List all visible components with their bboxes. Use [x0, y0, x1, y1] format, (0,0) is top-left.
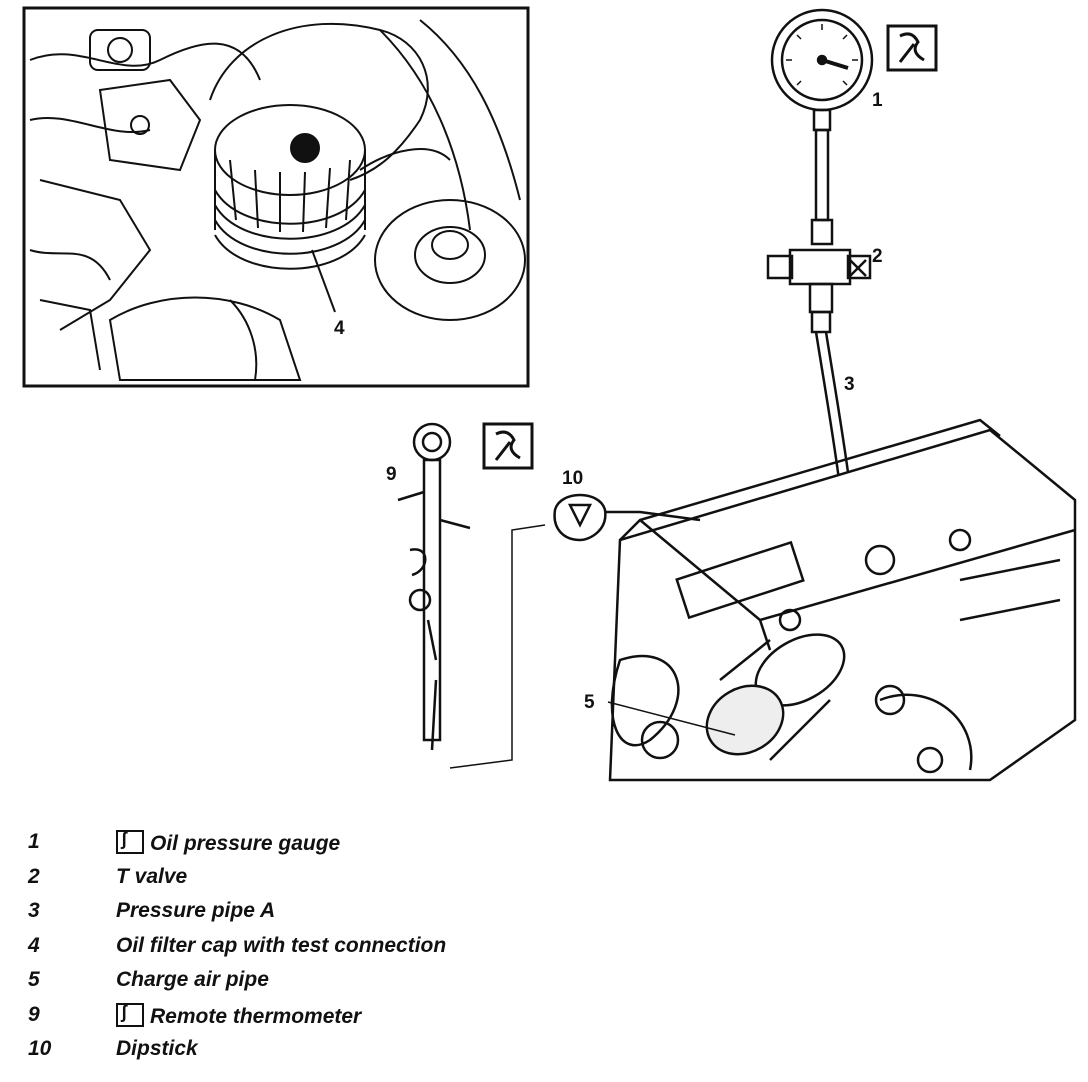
inset-oil-filter-drawing [22, 6, 530, 388]
legend-row: 5 Charge air pipe [0, 968, 700, 1002]
oil-pressure-test-diagram: 4 1 2 3 [22, 6, 1077, 782]
special-tool-symbol-icon [482, 422, 534, 470]
special-tool-symbol-icon: ʃ [116, 1002, 144, 1027]
legend-number: 3 [28, 899, 40, 922]
legend-label: Remote thermometer [150, 1004, 362, 1028]
remote-thermometer-drawing [397, 422, 546, 769]
legend-number: 1 [28, 830, 40, 853]
legend-number: 10 [28, 1037, 52, 1060]
legend-row: 2 T valve [0, 865, 700, 899]
legend-row: 10 Dipstick [0, 1037, 700, 1071]
callout-9: 9 [386, 464, 397, 485]
callout-1: 1 [872, 90, 883, 111]
legend-number: 5 [28, 968, 40, 991]
legend-text: Pressure pipe A [116, 899, 275, 923]
legend-text: ʃ Oil pressure gauge [116, 829, 341, 856]
legend-label: Dipstick [116, 1037, 198, 1060]
oil-pressure-gauge-assembly [766, 8, 874, 673]
legend: 1 ʃ Oil pressure gauge 2 T valve 3 Pressure pi… [0, 829, 1088, 1082]
callout-4: 4 [334, 318, 345, 339]
special-tool-symbol-icon: ʃ [116, 829, 144, 854]
legend-text: Charge air pipe [116, 968, 269, 992]
legend-label: Oil pressure gauge [150, 832, 341, 855]
legend-number: 2 [28, 864, 40, 888]
engine-drawing [553, 418, 1077, 782]
legend-label: T valve [116, 864, 188, 888]
special-tool-symbol-icon [886, 24, 938, 72]
legend-label: Pressure pipe A [116, 899, 276, 922]
legend-text: Dipstick [116, 1037, 198, 1061]
legend-text: Oil filter cap with test connection [116, 934, 446, 958]
callout-2: 2 [872, 246, 883, 267]
legend-row: 1 ʃ Oil pressure gauge [0, 829, 700, 864]
callout-3: 3 [844, 374, 855, 395]
legend-text: T valve [116, 865, 187, 889]
legend-number: 9 [28, 1002, 40, 1026]
legend-row: 3 Pressure pipe A [0, 899, 700, 933]
legend-row: 4 Oil filter cap with test connection [0, 934, 700, 968]
callout-10: 10 [562, 468, 583, 489]
legend-label: Charge air pipe [116, 968, 269, 991]
legend-label: Oil filter cap with test connection [116, 933, 447, 957]
legend-number: 4 [28, 933, 40, 957]
callout-5: 5 [584, 692, 595, 713]
